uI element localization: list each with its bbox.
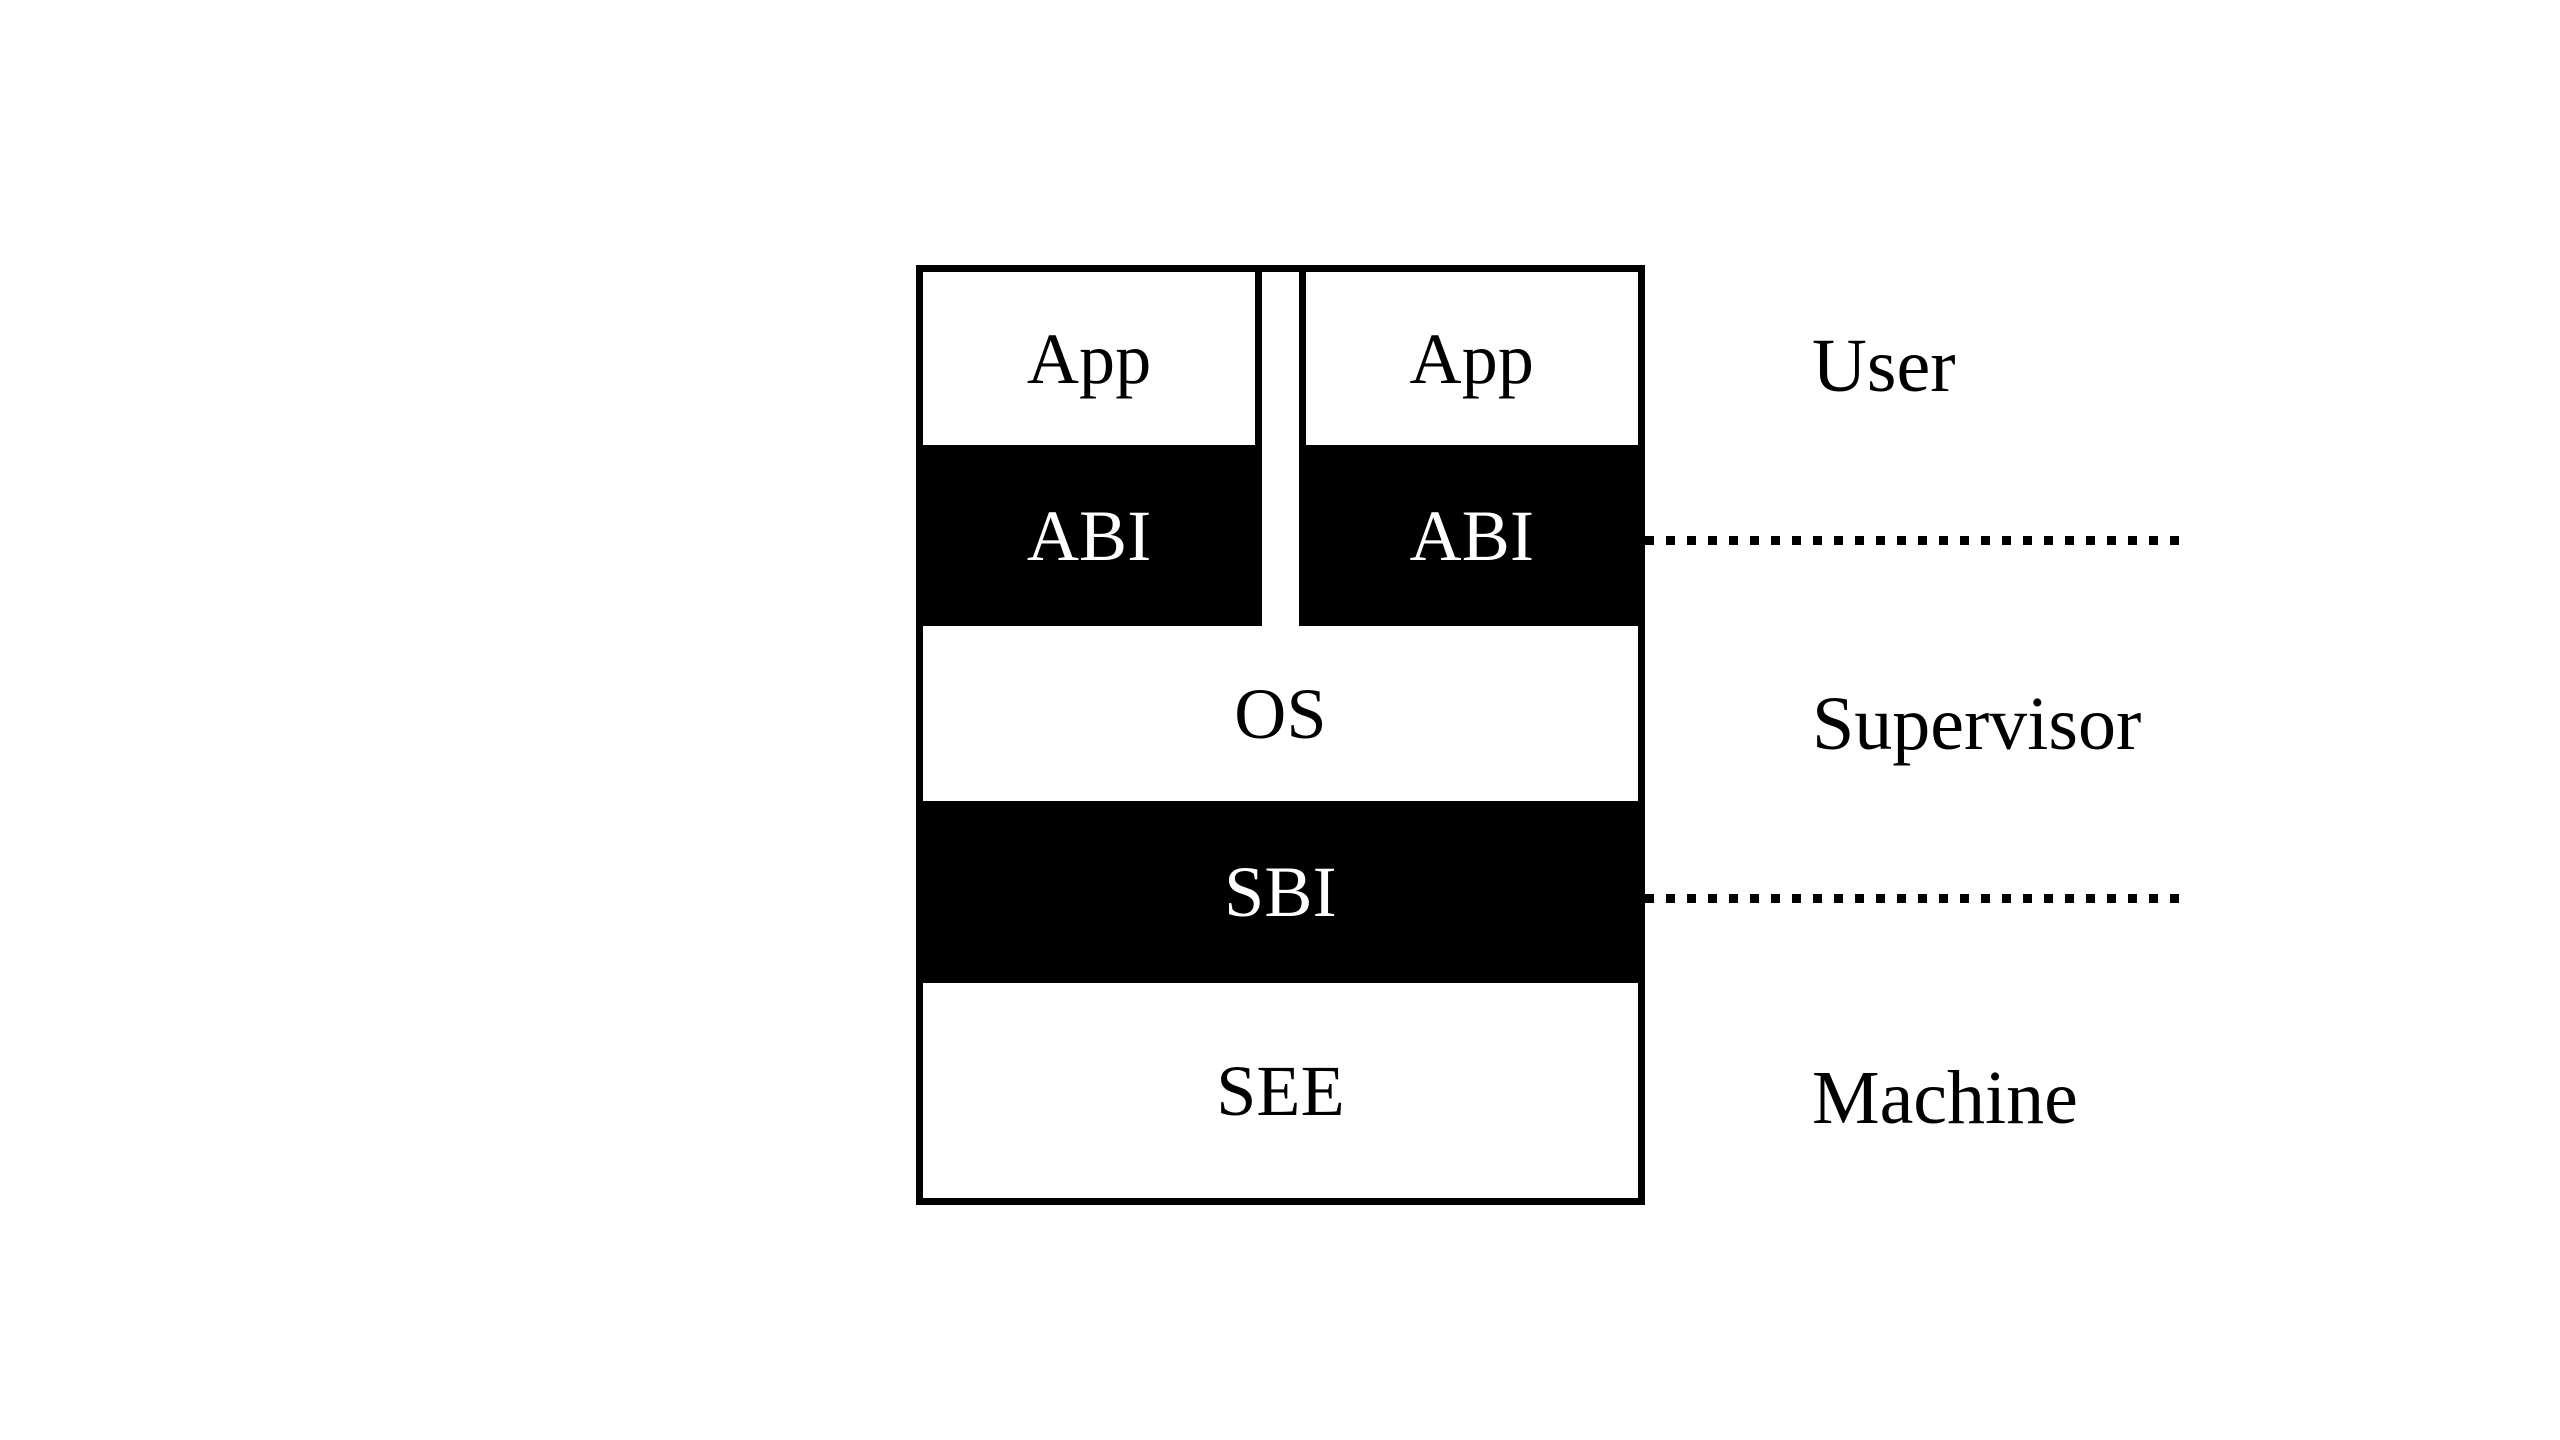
sbi-boundary-dotted-line [1645, 894, 2190, 903]
abi-band-right-label: ABI [1409, 495, 1535, 576]
see-box-label: SEE [1216, 1050, 1345, 1131]
app-box-right: App [1306, 272, 1638, 445]
privilege-stack-box: App App ABI ABI OS SBI SEE [916, 265, 1645, 1205]
app-gutter-bottom [1255, 445, 1306, 626]
app-gutter-top [1255, 272, 1306, 445]
stack-row-see: SEE [923, 983, 1638, 1198]
privilege-mode-supervisor-label: Supervisor [1812, 682, 2142, 766]
stack-row-os: OS [923, 626, 1638, 801]
app-box-right-label: App [1409, 318, 1535, 399]
app-box-left: App [923, 272, 1255, 445]
abi-band-left: ABI [923, 445, 1255, 626]
sbi-band-label: SBI [1224, 852, 1337, 932]
abi-band-right: ABI [1306, 445, 1638, 626]
stack-row-app: App App [923, 272, 1638, 445]
os-box-label: OS [1234, 673, 1327, 754]
stack-row-sbi: SBI [923, 801, 1638, 983]
privilege-mode-user-label: User [1812, 324, 1956, 408]
abi-boundary-dotted-line [1645, 536, 2190, 545]
stack-row-abi: ABI ABI [923, 445, 1638, 626]
app-box-left-label: App [1026, 318, 1152, 399]
privilege-mode-machine-label: Machine [1812, 1056, 2078, 1140]
abi-band-left-label: ABI [1026, 495, 1152, 576]
